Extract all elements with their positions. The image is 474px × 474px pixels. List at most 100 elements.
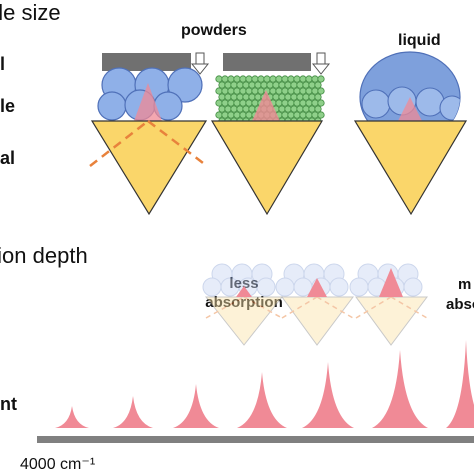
small-particle (257, 87, 265, 95)
small-particle (305, 111, 313, 119)
small-particle (239, 87, 247, 95)
small-particle (281, 87, 289, 95)
small-particle (254, 81, 262, 89)
penetration-crystal-1 (202, 263, 284, 346)
row-label-2: le (0, 96, 16, 116)
absorption-peak (372, 350, 428, 428)
small-particle (296, 93, 304, 101)
atr-setup-liquid (353, 51, 468, 216)
small-particle (218, 93, 226, 101)
evanescent-wave (398, 97, 422, 121)
small-particle (218, 105, 226, 113)
axis-label: 4000 cm⁻¹ (20, 456, 96, 473)
penetration-crystal-2 (275, 263, 354, 346)
small-particle (269, 75, 277, 83)
small-particle (299, 99, 307, 107)
small-particle (251, 99, 259, 107)
small-particle (221, 99, 229, 107)
small-particle (272, 81, 280, 89)
small-particle (281, 111, 289, 119)
small-particle (275, 87, 283, 95)
small-particle (227, 75, 235, 83)
small-particle (317, 75, 325, 83)
small-particle (215, 75, 223, 83)
absorption-peak (302, 362, 354, 428)
small-particle (311, 99, 319, 107)
small-particle (311, 75, 319, 83)
small-particle (248, 105, 256, 113)
small-particle (287, 99, 295, 107)
small-particle (287, 75, 295, 83)
press-bar (102, 53, 191, 71)
small-particle (290, 105, 298, 113)
small-particle (215, 87, 223, 95)
small-particle (230, 81, 238, 89)
heading-particle-size: Particle size (0, 0, 61, 25)
row-label-3: al (0, 148, 16, 168)
small-particle (224, 105, 232, 113)
small-particle (287, 87, 295, 95)
small-particle (281, 75, 289, 83)
small-particle (287, 111, 295, 119)
small-particle (221, 87, 229, 95)
small-particle (278, 81, 286, 89)
small-particle (317, 99, 325, 107)
small-particle (251, 75, 259, 83)
small-particle (257, 75, 265, 83)
label-less-absorption-line2: absorption (205, 294, 283, 311)
small-particle (293, 75, 301, 83)
evanescent-wave (134, 83, 162, 121)
small-particle (239, 75, 247, 83)
small-particle (293, 87, 301, 95)
ir-beam (89, 120, 208, 167)
small-particle (299, 75, 307, 83)
small-particle (314, 93, 322, 101)
small-particle (308, 93, 316, 101)
small-particle (242, 81, 250, 89)
small-particle (302, 105, 310, 113)
press-bar (223, 53, 311, 71)
small-particle (233, 87, 241, 95)
small-particle (254, 93, 262, 101)
small-particle (275, 75, 283, 83)
small-particle (215, 111, 223, 119)
small-particle (263, 75, 271, 83)
small-particle (224, 93, 232, 101)
small-particle (305, 99, 313, 107)
small-particle (284, 93, 292, 101)
small-particle (236, 93, 244, 101)
atr-setup-small-particles (210, 52, 331, 216)
small-particle (284, 105, 292, 113)
small-particle (215, 99, 223, 107)
small-particle (236, 105, 244, 113)
small-particle (227, 111, 235, 119)
evanescent-wave-medium (307, 278, 327, 297)
small-particle (233, 111, 241, 119)
small-particle (266, 81, 274, 89)
small-particle (239, 99, 247, 107)
row-label-4: nt (0, 394, 17, 414)
small-particle (299, 111, 307, 119)
small-particle (233, 99, 241, 107)
small-particle (248, 81, 256, 89)
absorption-peak (173, 384, 219, 428)
absorption-peak (446, 340, 474, 428)
small-particle (221, 75, 229, 83)
small-particle (308, 81, 316, 89)
small-particle (272, 93, 280, 101)
small-particle (275, 99, 283, 107)
small-particle (269, 87, 277, 95)
small-particle (245, 111, 253, 119)
small-particle (242, 93, 250, 101)
small-particle (305, 87, 313, 95)
small-particle (302, 93, 310, 101)
small-particle (278, 93, 286, 101)
small-particle (224, 81, 232, 89)
evanescent-wave (252, 90, 280, 121)
small-particle (284, 81, 292, 89)
atr-crystal (90, 120, 208, 216)
small-particle (296, 81, 304, 89)
small-particle (236, 81, 244, 89)
absorption-peak (113, 396, 153, 428)
